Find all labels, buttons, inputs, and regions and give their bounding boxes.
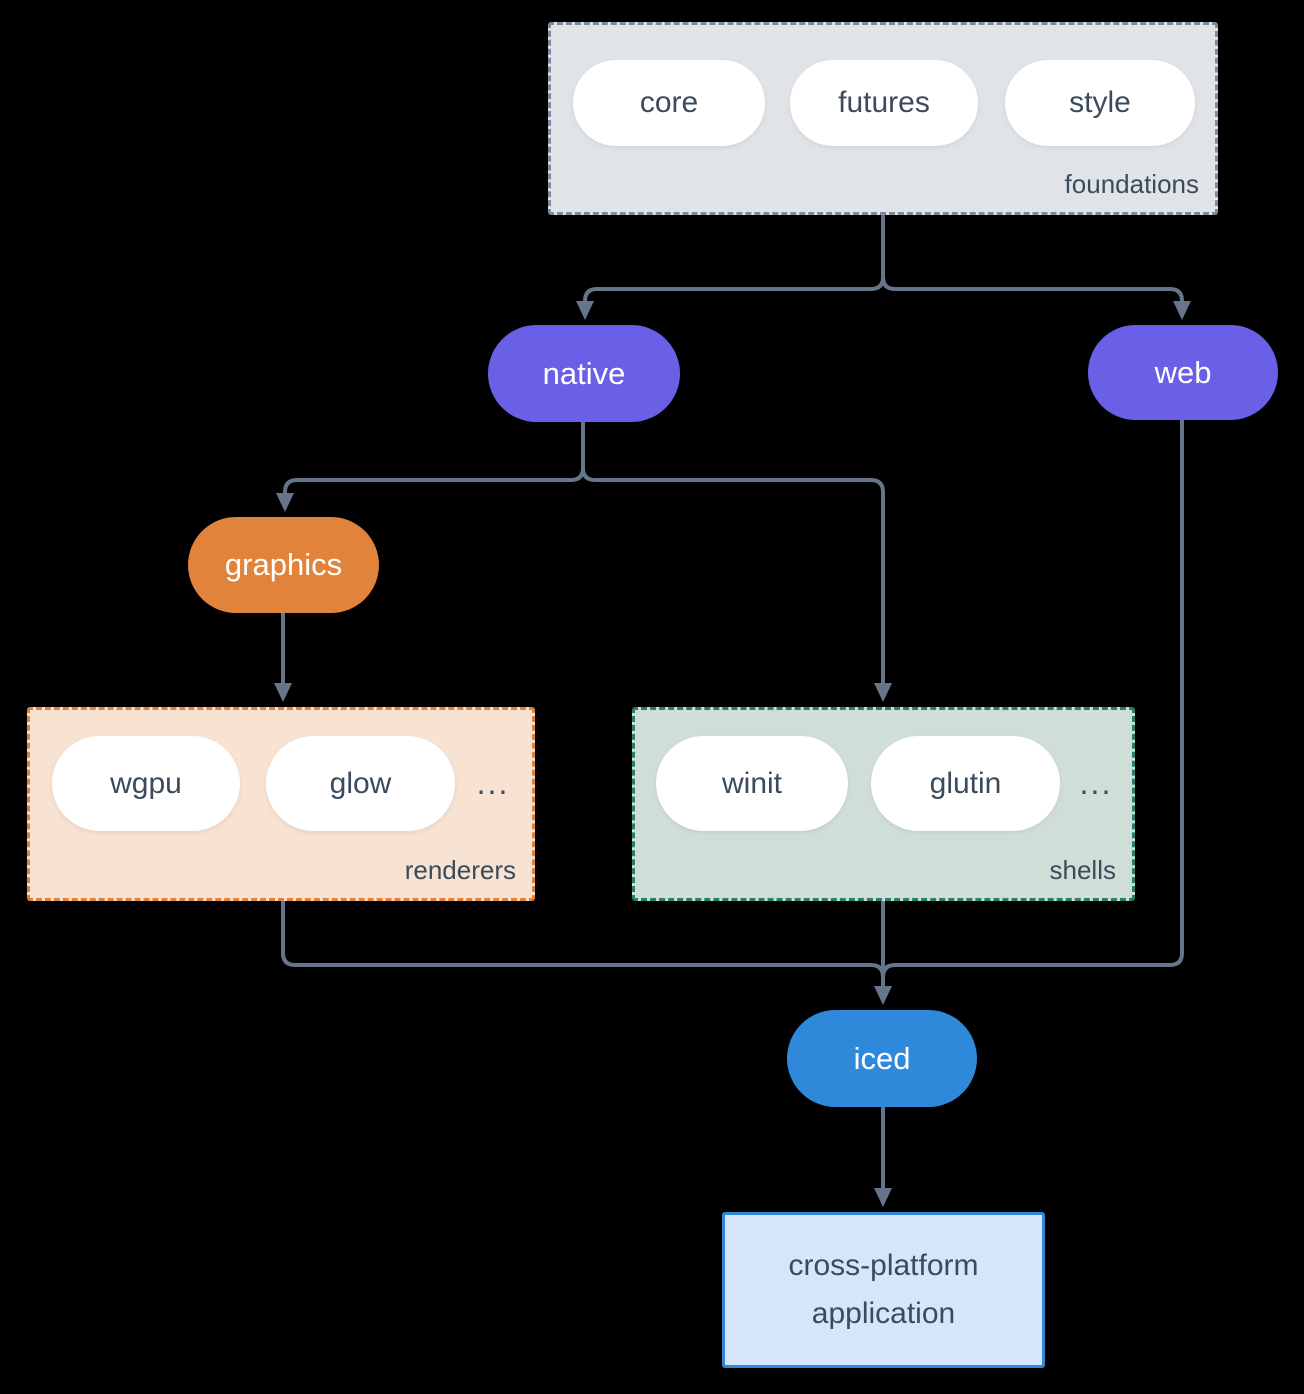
node-glutin-label: glutin (929, 766, 1002, 800)
node-core: core (573, 60, 765, 146)
node-futures: futures (790, 60, 978, 146)
shells-group-label: shells (1049, 855, 1116, 885)
edge-native-shells (581, 467, 892, 702)
shells-ellipsis: ... (1079, 765, 1113, 801)
node-winit-label: winit (721, 766, 782, 800)
node-graphics: graphics (188, 517, 379, 613)
node-web-label: web (1154, 354, 1212, 390)
foundations-group: core futures style foundations (548, 22, 1218, 215)
edge-renderers-merge (281, 901, 885, 978)
node-iced-label: iced (853, 1040, 911, 1076)
edge-foundations-native (576, 215, 885, 320)
application-label-line2: application (811, 1297, 956, 1330)
node-wgpu-label: wgpu (110, 766, 182, 800)
edge-native-graphics (276, 422, 585, 512)
node-style-label: style (1069, 86, 1131, 119)
node-style: style (1005, 60, 1195, 146)
node-iced: iced (787, 1010, 977, 1107)
node-winit: winit (656, 736, 848, 831)
node-wgpu: wgpu (52, 736, 240, 831)
application-box: cross-platform application (722, 1212, 1045, 1368)
node-futures-label: futures (838, 86, 930, 119)
renderers-ellipsis: ... (476, 765, 510, 801)
node-glow: glow (266, 736, 455, 831)
node-glutin: glutin (871, 736, 1060, 831)
node-core-label: core (639, 86, 699, 119)
renderers-group: wgpu glow ... renderers (27, 707, 535, 901)
node-native-label: native (542, 355, 626, 391)
node-glow-label: glow (329, 766, 392, 800)
application-label-line1: cross-platform (788, 1249, 979, 1282)
shells-group: winit glutin ... shells (632, 707, 1135, 901)
node-graphics-label: graphics (224, 547, 343, 582)
edge-foundations-web (881, 276, 1191, 320)
node-native: native (488, 325, 680, 422)
foundations-group-label: foundations (1064, 169, 1199, 199)
renderers-group-label: renderers (404, 855, 516, 885)
node-web: web (1088, 325, 1278, 420)
